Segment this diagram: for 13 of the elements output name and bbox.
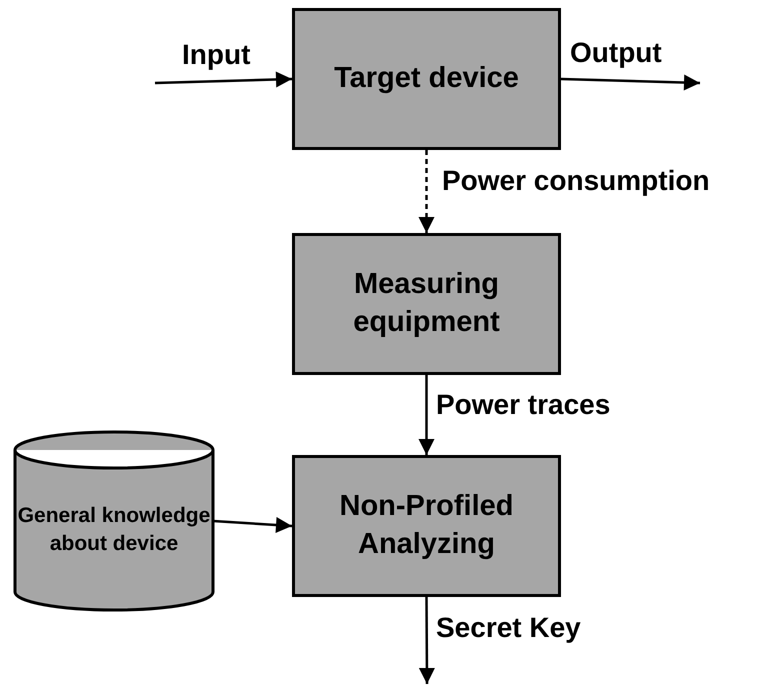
arrow: [154, 71, 292, 88]
arrow: [212, 517, 292, 533]
process-box: [292, 8, 561, 150]
arrow: [418, 597, 435, 684]
node-label: Measuring equipment: [352, 267, 501, 340]
node-label: General knowledge about device: [16, 502, 212, 557]
process-box: [292, 455, 561, 597]
node-label: Non-Profiled Analyzing: [338, 489, 514, 562]
process-box: [292, 233, 561, 375]
arrow: [418, 375, 434, 455]
dashed-arrow: [418, 150, 434, 233]
node-label: Target device: [334, 61, 519, 96]
arrow: [560, 74, 700, 91]
